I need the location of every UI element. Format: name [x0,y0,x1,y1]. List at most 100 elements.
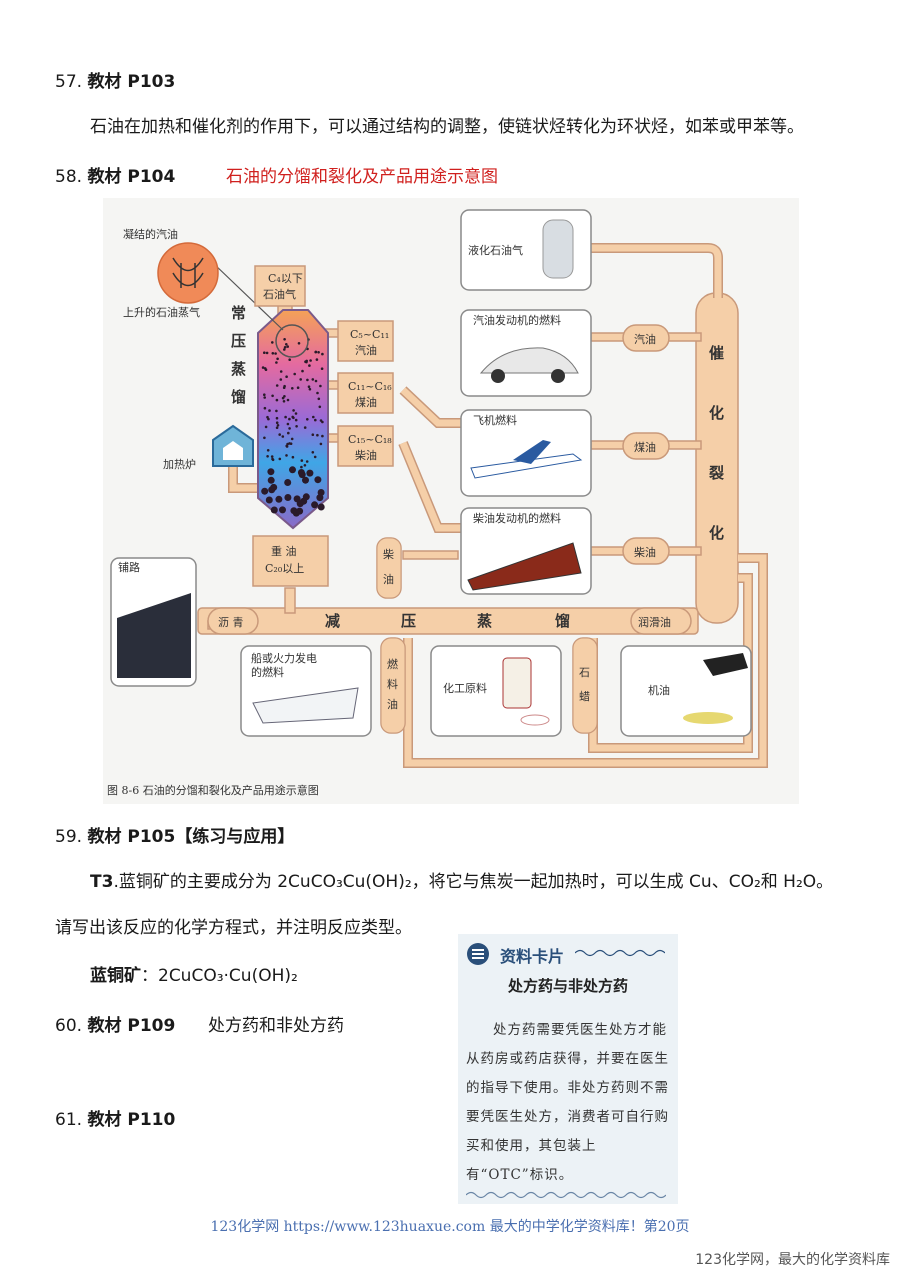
tower-dot [291,455,295,459]
t3-label: T3 [90,872,114,892]
label-plane: 飞机燃料 [473,413,517,427]
label-lpg: 液化石油气 [468,243,523,257]
tower-dot [303,464,307,467]
crack-char-3: 裂 [708,464,724,482]
vacuum-char-4: 馏 [554,612,570,630]
tower-dot [285,454,288,457]
tower-dot [275,398,279,402]
tower-dot [311,501,319,509]
tower-char-4: 馏 [230,388,246,406]
tower-dot [296,500,304,508]
card-body: 处方药需要凭医生处方才能从药房或药店获得，并要在医生的指导下使用。非处方药则不需… [466,1022,669,1183]
tower-dot [297,469,305,476]
tower-dot [276,424,280,427]
section-60-title: 处方药和非处方药 [208,1016,344,1036]
label-c11-a: C₁₁~C₁₆ [348,380,392,393]
tower-dot [317,351,320,354]
tower-dot [316,433,319,437]
vacuum-char-2: 压 [401,612,416,630]
tower-dot [267,468,275,476]
c15-box [337,425,394,467]
tower-dot [302,476,309,484]
tower-dot [263,406,267,410]
oil-can-icon [703,653,748,676]
tower-dot [308,364,311,367]
label-c5-b: 汽油 [355,343,377,357]
tower-dot [286,398,290,402]
mineral-formula: ：2CuCO₃·Cu(OH)₂ [141,966,298,986]
lpg-tank-icon [542,219,574,279]
tower-dot [308,387,312,391]
footer-line: 123化学网 https://www.123huaxue.com 最大的中学化学… [210,1219,690,1235]
tower-dot [314,350,318,354]
tower-dot [295,425,298,428]
tower-dot [278,457,282,461]
label-asphalt: 沥 青 [218,616,244,629]
label-diesel-v2: 油 [383,572,394,586]
tower-dot [316,391,319,395]
section-60-heading: 60. 教材 P109 [55,1011,175,1036]
tower-dot [283,338,286,341]
tower-dot [291,387,294,390]
info-card [458,934,678,1204]
tower-dot [296,507,304,515]
label-c15-a: C₁₅~C₁₈ [348,433,392,446]
tower-dot [282,400,286,403]
tower-dot [312,415,315,419]
label-heavy-b: C₂₀以上 [265,562,304,575]
diagram-caption: 图 8-6 石油的分馏和裂化及产品用途示意图 [107,783,319,797]
tower-dot [304,360,307,363]
section-57-heading: 57. 教材 P103 [55,67,175,92]
book-icon [467,943,489,965]
tower-dot [286,345,289,348]
crack-char-4: 化 [709,524,724,542]
tower-dot [288,427,291,430]
tower-dot [279,378,283,381]
bottle-icon [502,657,532,709]
tower-dot [275,421,279,424]
label-lube: 润滑油 [638,615,671,629]
heavy-oil-box [252,535,329,587]
wave-decoration-bottom [466,1191,666,1199]
c11-box [337,372,394,414]
road-icon [117,593,191,678]
section-label: 教材 P109 [87,1016,176,1036]
tower-dot [287,431,290,435]
train-icon [467,542,582,591]
tower-dot [317,503,325,511]
plane-icon [470,453,583,479]
tower-dot [300,459,304,462]
tower-dot [271,352,275,355]
tower-dot [294,418,298,422]
distillation-tower [212,262,329,530]
label-kerosene: 煤油 [634,440,656,454]
section-number: 60. [55,1016,83,1036]
label-condensed: 凝结的汽油 [123,227,178,241]
c5-box [337,320,394,362]
tower-dot [320,367,324,370]
tower-dot [263,351,266,354]
tower-dot [294,412,298,415]
cracking-column [695,292,739,624]
tower-dot [283,346,287,349]
tower-dot [314,379,318,383]
tower-dot [279,370,283,373]
tower-dot [286,422,290,426]
tower-dot [291,415,294,419]
tower-char-1: 常 [231,304,246,322]
tower-dot [270,455,274,458]
tower-char-3: 蒸 [231,360,246,378]
diagram-title: 石油的分馏和裂化及产品用途示意图 [226,167,498,187]
watermark: 123化学网，最大的化学资料库 [695,1252,890,1268]
label-ship-a: 船或火力发电 [251,651,317,665]
tower-dot [284,494,292,501]
section-label: 教材 P105【练习与应用】 [87,827,295,847]
tower-dot [313,455,317,459]
car-icon [479,347,579,374]
tower-dot [288,358,291,361]
tower-dot [301,369,304,373]
tower-dot [306,378,309,382]
tower-dot [275,416,279,420]
label-engine-oil: 机油 [648,683,670,697]
section-number: 58. [55,167,83,187]
